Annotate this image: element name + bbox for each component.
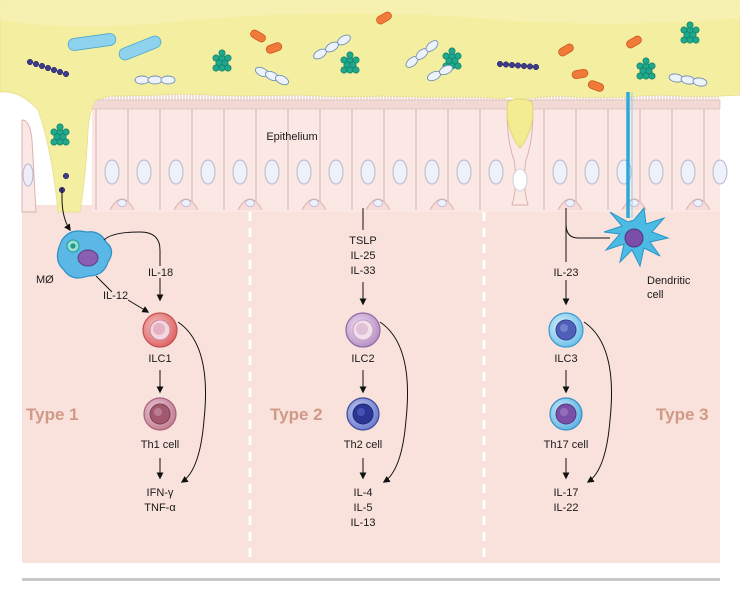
type-label: Type 2 (270, 405, 323, 424)
bottom-rule (22, 578, 720, 581)
cell-label: ILC3 (554, 353, 577, 365)
th17-cell (549, 397, 583, 431)
ilc3-cell (548, 312, 584, 348)
output-label: IFN-γ (147, 487, 174, 499)
cytokine-label: IL-25 (350, 250, 375, 262)
cytokine-label: IL-12 (103, 290, 128, 302)
dendritic-label: cell (647, 289, 664, 301)
cell-label: ILC2 (351, 353, 374, 365)
cytokine-label: IL-18 (148, 267, 173, 279)
cytokine-label: TSLP (349, 235, 377, 247)
cell-label: ILC1 (148, 353, 171, 365)
ilc2-cell (345, 312, 381, 348)
lamina-propria (22, 205, 720, 563)
th2-cell (346, 397, 380, 431)
dendritic-label: Dendritic (647, 275, 691, 287)
epithelium-label: Epithelium (266, 131, 317, 143)
macrophage-label: MØ (36, 274, 54, 286)
cytokine-label: IL-33 (350, 265, 375, 277)
dendritic-cell (603, 92, 670, 268)
output-label: IL-17 (553, 487, 578, 499)
arrow (127, 299, 150, 313)
goblet-cell (506, 98, 534, 206)
arrow (379, 321, 409, 483)
type-label: Type 3 (656, 405, 709, 424)
arrow (95, 275, 113, 293)
cell-label: Th2 cell (344, 439, 383, 451)
th1-cell (143, 397, 177, 431)
arrow (103, 231, 161, 266)
ilc1-cell (142, 312, 178, 348)
arrow (583, 321, 613, 483)
mucus-layer (0, 0, 740, 213)
arrow (61, 188, 71, 232)
cell-label: Th17 cell (544, 439, 589, 451)
cell-label: Th1 cell (141, 439, 180, 451)
cytokine-label: IL-23 (553, 267, 578, 279)
epithelium-layer (91, 94, 728, 212)
output-label: IL-13 (350, 517, 375, 529)
microbes (26, 11, 708, 194)
output-label: IL-22 (553, 502, 578, 514)
output-label: IL-4 (354, 487, 373, 499)
arrow (177, 321, 207, 483)
type-label: Type 1 (26, 405, 79, 424)
output-label: TNF-α (144, 502, 176, 514)
macrophage (56, 230, 113, 279)
output-label: IL-5 (354, 502, 373, 514)
